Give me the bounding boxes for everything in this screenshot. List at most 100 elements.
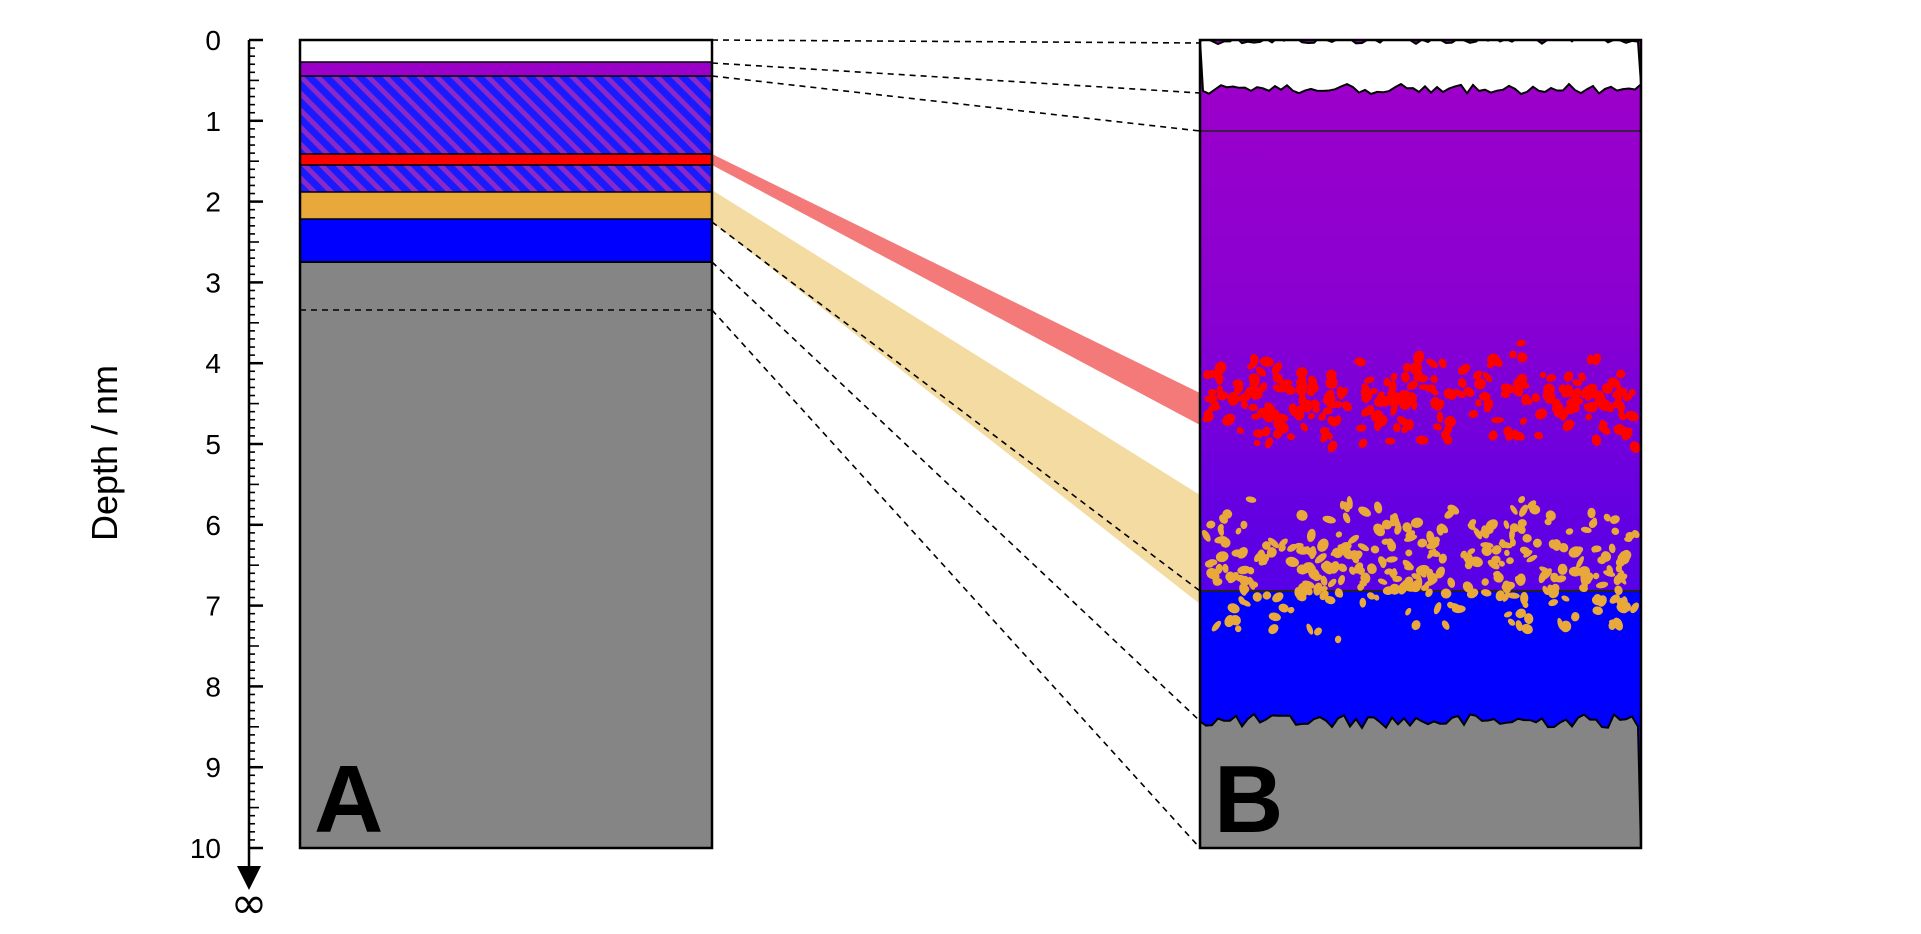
red-particle xyxy=(1616,369,1625,379)
red-particle xyxy=(1326,369,1337,382)
tick-label-1: 1 xyxy=(205,106,221,137)
orange-particle xyxy=(1507,592,1520,599)
orange-particle xyxy=(1509,528,1515,541)
orange-particle xyxy=(1320,564,1333,575)
red-particle xyxy=(1487,353,1500,366)
red-particle xyxy=(1253,440,1261,447)
orange-particle xyxy=(1272,592,1284,603)
red-particle xyxy=(1440,430,1451,442)
red-particle xyxy=(1248,403,1258,411)
orange-particle xyxy=(1235,527,1242,535)
orange-particle xyxy=(1260,558,1268,565)
orange-particle xyxy=(1239,584,1247,596)
orange-particle xyxy=(1473,527,1482,540)
orange-particle xyxy=(1608,543,1616,554)
red-particle xyxy=(1578,372,1586,382)
orange-particle xyxy=(1387,540,1397,552)
red-particle xyxy=(1385,437,1396,445)
orange-particle xyxy=(1588,519,1598,529)
panel-b: B xyxy=(1198,38,1643,853)
orange-particle xyxy=(1268,612,1281,622)
red-particle xyxy=(1271,362,1283,374)
orange-particle xyxy=(1352,557,1360,564)
orange-particle xyxy=(1611,527,1620,535)
red-particle xyxy=(1542,390,1550,400)
red-particle xyxy=(1203,409,1213,420)
orange-particle xyxy=(1331,547,1344,559)
orange-particle xyxy=(1296,586,1308,598)
orange-particle xyxy=(1421,584,1429,591)
orange-particle xyxy=(1404,576,1414,586)
tick-label-7: 7 xyxy=(205,591,221,622)
red-particle xyxy=(1602,400,1614,413)
red-particle xyxy=(1585,413,1593,421)
orange-particle xyxy=(1337,563,1348,572)
red-particle xyxy=(1388,380,1397,394)
orange-particle xyxy=(1285,556,1299,568)
red-particle xyxy=(1232,379,1244,389)
red-particle xyxy=(1503,384,1516,394)
red-particle xyxy=(1561,391,1568,398)
orange-particle xyxy=(1503,611,1513,618)
red-particle xyxy=(1444,415,1456,428)
orange-particle xyxy=(1460,550,1467,559)
orange-particle xyxy=(1410,581,1421,593)
red-particle xyxy=(1539,371,1547,379)
orange-particle xyxy=(1411,573,1421,580)
red-particle xyxy=(1307,375,1318,388)
orange-layer xyxy=(300,192,712,219)
orange-particle xyxy=(1314,627,1322,636)
red-particle xyxy=(1259,356,1274,367)
orange-particle xyxy=(1561,595,1570,602)
red-particle xyxy=(1325,399,1337,409)
orange-particle xyxy=(1342,512,1351,524)
orange-particle xyxy=(1212,572,1219,586)
red-particle xyxy=(1318,412,1326,421)
red-particle xyxy=(1296,367,1308,379)
orange-particle xyxy=(1624,536,1633,543)
orange-particle xyxy=(1306,528,1316,543)
red-particle xyxy=(1474,378,1486,390)
axis-arrow-icon xyxy=(237,866,261,890)
orange-particle xyxy=(1231,549,1244,557)
orange-particle xyxy=(1245,496,1257,503)
red-particle xyxy=(1560,410,1568,421)
red-particle xyxy=(1278,416,1286,427)
orange-particle xyxy=(1324,560,1334,571)
axis-title: Depth / nm xyxy=(84,365,125,541)
orange-particle xyxy=(1320,575,1328,586)
orange-particle xyxy=(1373,594,1380,601)
grey-substrate xyxy=(300,262,712,848)
red-particle xyxy=(1287,433,1295,441)
orange-particle xyxy=(1367,567,1375,574)
orange-particle xyxy=(1266,547,1277,558)
red-particle xyxy=(1629,441,1641,453)
red-particle xyxy=(1472,370,1483,380)
red-particle xyxy=(1488,430,1498,441)
red-particle xyxy=(1551,402,1564,414)
orange-particle xyxy=(1522,601,1529,609)
red-particle xyxy=(1327,440,1338,453)
orange-particle xyxy=(1521,623,1533,635)
red-particle xyxy=(1433,423,1442,431)
orange-particle xyxy=(1576,556,1584,569)
red-particle xyxy=(1300,423,1309,432)
red-particle xyxy=(1247,359,1259,370)
red-layer xyxy=(299,153,713,166)
orange-particle xyxy=(1359,597,1367,608)
orange-particle xyxy=(1222,563,1229,573)
red-connector-band xyxy=(712,154,1200,425)
tick-label-6: 6 xyxy=(205,510,221,541)
orange-particle xyxy=(1491,555,1501,564)
orange-particle xyxy=(1411,620,1421,631)
orange-particle xyxy=(1542,585,1550,596)
orange-particle xyxy=(1404,564,1414,571)
panel-a-label: A xyxy=(314,746,383,853)
red-particle xyxy=(1365,405,1375,416)
orange-particle xyxy=(1405,607,1412,616)
orange-particle xyxy=(1613,617,1623,631)
red-particle xyxy=(1509,350,1517,359)
orange-particle xyxy=(1515,608,1526,619)
red-particle xyxy=(1214,370,1224,385)
